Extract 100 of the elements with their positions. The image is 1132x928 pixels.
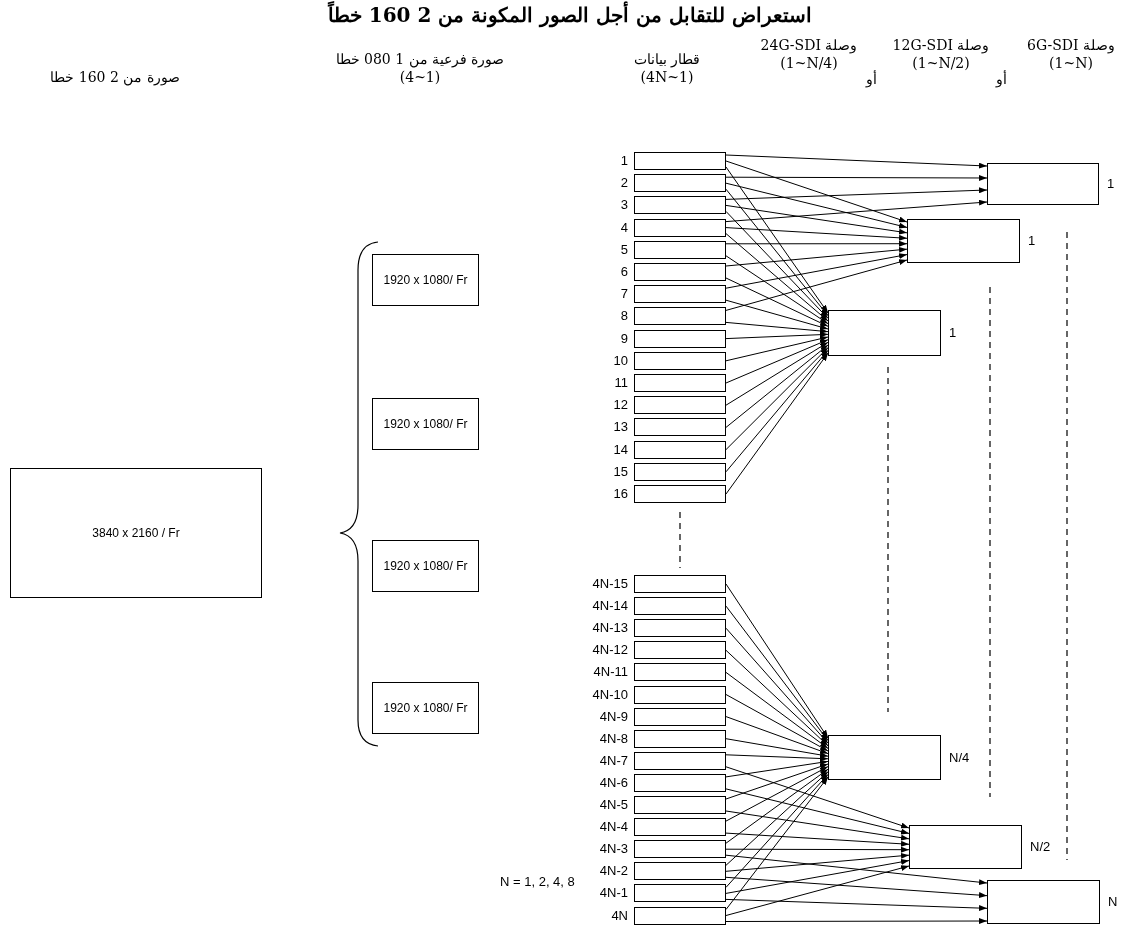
row-number: 4N-15 (591, 576, 628, 591)
sub-image-box: 1920 x 1080/ Fr (372, 254, 479, 306)
arrow (725, 182, 908, 229)
stream-box (634, 218, 726, 237)
row-number: 4N-6 (598, 774, 628, 790)
arrow (725, 255, 829, 325)
arrow (725, 339, 829, 384)
stream-box (634, 707, 726, 726)
row-number: 10 (612, 352, 628, 368)
arrow (725, 188, 829, 317)
stream-box (634, 818, 726, 837)
row-number: 11 (613, 375, 628, 390)
stream-box (634, 641, 726, 660)
row-number: 4N-14 (591, 598, 628, 614)
stream-box (634, 396, 726, 415)
arrow (725, 766, 829, 822)
stream-box (634, 773, 726, 792)
arrow (725, 649, 829, 747)
row-number: 7 (619, 286, 628, 302)
row-number: 3 (619, 197, 628, 213)
stream-box (634, 685, 726, 704)
arrow (725, 754, 829, 762)
arrow (725, 246, 908, 267)
arrow (725, 175, 988, 181)
stream-box (634, 597, 726, 616)
row-number: 4N-1 (598, 885, 628, 901)
arrow (725, 352, 829, 495)
arrow (725, 788, 910, 835)
arrow (725, 299, 829, 330)
row-number: 4N-4 (598, 819, 628, 835)
arrow (725, 766, 910, 829)
stream-box (634, 663, 726, 682)
arrow (725, 738, 829, 758)
note: N = 1, 2, 4, 8 (500, 874, 576, 891)
row-number: 6 (619, 264, 628, 279)
row-number: 4N (610, 907, 628, 923)
arrow (725, 233, 829, 322)
sub-image-box: 1920 x 1080/ Fr (372, 398, 479, 450)
arrow (725, 166, 829, 314)
stream-box (634, 196, 726, 215)
arrow (725, 331, 829, 340)
arrow (725, 773, 829, 888)
link-box (828, 310, 941, 356)
link-count: N/2 (1030, 839, 1051, 854)
link-count: 1 (1028, 233, 1036, 248)
link-count: N (1108, 894, 1118, 909)
arrow (725, 347, 829, 451)
arrow (725, 716, 829, 755)
stream-box (634, 619, 726, 638)
stream-box (634, 351, 726, 370)
link-box (828, 735, 941, 780)
arrow (725, 349, 829, 473)
stream-box (634, 906, 726, 925)
column-header: وصلة 12G-SDI (1~N/2) (891, 36, 991, 73)
row-number: 1 (619, 153, 628, 168)
row-number: 4N-7 (598, 752, 628, 768)
arrow (725, 759, 829, 778)
arrow (725, 160, 908, 223)
link-count: 1 (949, 325, 957, 340)
row-number: 16 (612, 486, 628, 501)
stream-box (634, 485, 726, 503)
arrow (725, 671, 829, 749)
stream-box (634, 751, 726, 770)
link-count: N/4 (949, 749, 970, 765)
link-box (987, 163, 1099, 205)
row-number: 8 (619, 308, 628, 324)
arrow (725, 627, 829, 744)
arrow (725, 768, 829, 844)
row-number: 9 (619, 330, 628, 346)
column-header: صورة فرعية من 1 080 خطا (1~4) (335, 50, 505, 87)
arrow (725, 694, 829, 752)
arrow (725, 846, 910, 853)
arrow (725, 321, 829, 334)
stream-box (634, 329, 726, 348)
link-count: 1 (1107, 176, 1115, 191)
arrow (725, 341, 829, 406)
arrow (725, 810, 910, 841)
column-header: وصلة 6G-SDI (1~N) (1026, 36, 1116, 73)
arrow (725, 187, 988, 200)
arrow (725, 240, 908, 247)
arrow (725, 253, 908, 289)
arrow (725, 854, 988, 886)
arrow (725, 859, 910, 894)
row-number: 5 (619, 241, 628, 257)
arrow (725, 335, 829, 362)
arrow (725, 210, 829, 319)
row-number: 4N-3 (598, 841, 628, 857)
stream-box (634, 440, 726, 459)
arrow (725, 227, 908, 241)
stream-box (634, 418, 726, 437)
arrow (725, 852, 910, 872)
stream-box (634, 862, 726, 881)
arrow (725, 876, 988, 899)
stream-box (634, 263, 726, 281)
row-number: 4N-12 (591, 642, 628, 658)
sub-image-box: 1920 x 1080/ Fr (372, 540, 479, 592)
row-number: 4N-2 (598, 863, 628, 879)
row-number: 4 (619, 219, 628, 235)
stream-box (634, 840, 726, 859)
row-number: 13 (612, 419, 628, 435)
